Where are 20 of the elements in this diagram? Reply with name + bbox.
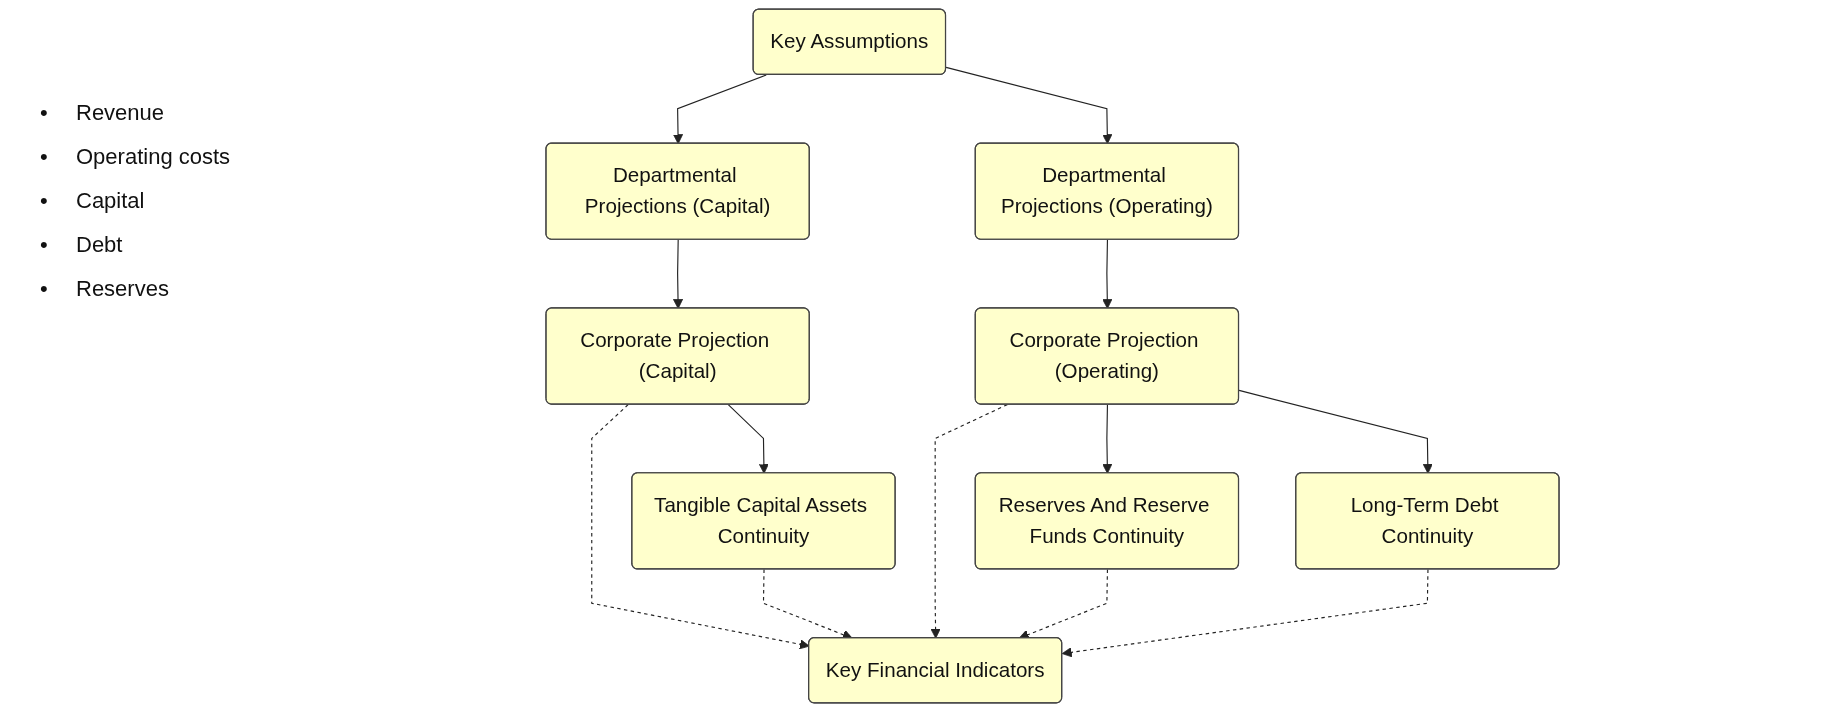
- bullet-marker: •: [40, 188, 48, 214]
- arrow: [1238, 389, 1433, 474]
- arrow: [591, 404, 810, 650]
- arrow: [727, 404, 769, 474]
- arrow: [673, 239, 684, 309]
- arrow: [673, 74, 767, 145]
- arrow: [945, 66, 1113, 145]
- list-item-text: Debt: [76, 232, 123, 258]
- list-item-text: Capital: [76, 188, 145, 214]
- bullet-marker: •: [40, 100, 48, 126]
- bullet-marker: •: [40, 276, 48, 302]
- arrow: [1061, 568, 1429, 658]
- arrow: [930, 404, 1008, 639]
- bullet-marker: •: [40, 144, 48, 170]
- list-item-text: Reserves: [76, 276, 169, 302]
- list-item-text: Operating costs: [76, 144, 231, 170]
- arrow: [1102, 404, 1113, 474]
- bullet-marker: •: [40, 232, 48, 258]
- arrow: [1102, 239, 1113, 309]
- list-item-text: Revenue: [76, 100, 165, 126]
